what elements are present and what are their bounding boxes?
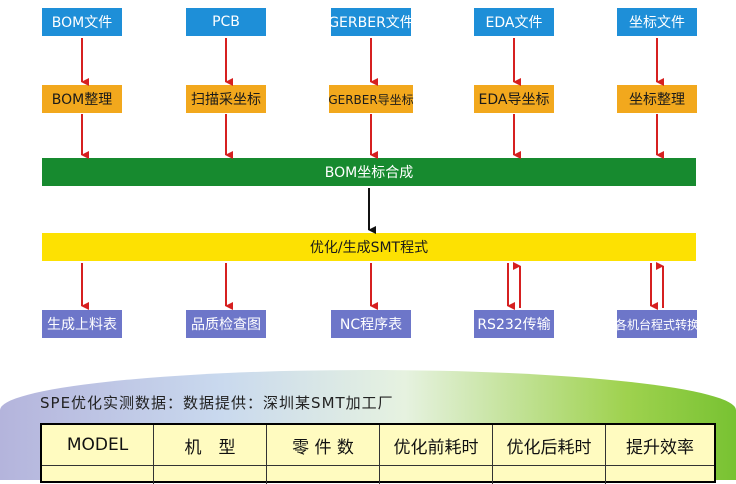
node-gerber-import-coordinates: GERBER导坐标 (328, 85, 414, 113)
node-bom-arrange: BOM整理 (42, 85, 122, 113)
table-header-cell: 提升效率 (626, 437, 694, 458)
node-eda-file: EDA文件 (474, 8, 554, 36)
node-coordinate-file: 坐标文件 (617, 8, 697, 36)
node-quality-check-map: 品质检查图 (186, 310, 266, 338)
table-header-cell: 优化后耗时 (493, 425, 606, 465)
node-coordinate-arrange: 坐标整理 (617, 85, 697, 113)
results-table: MODEL 机 型 零 件 数 优化前耗时 优化后耗时 提升效率 (40, 423, 716, 484)
node-rs232-transfer: RS232传输 (474, 310, 554, 338)
node-nc-program: NC程序表 (331, 310, 411, 338)
table-header-cell: 优化前耗时 (380, 425, 493, 465)
node-scan-coordinates: 扫描采坐标 (186, 85, 266, 113)
table-header-row: MODEL 机 型 零 件 数 优化前耗时 优化后耗时 提升效率 (42, 425, 714, 466)
table-header-cell: 机 型 (154, 425, 267, 465)
table-header-cell: 零 件 数 (267, 425, 380, 465)
optimize-bar: 优化/生成SMT程式 (42, 233, 696, 261)
node-bom-file: BOM文件 (42, 8, 122, 36)
node-gerber-file: GERBER文件 (328, 8, 414, 36)
node-feeder-list: 生成上料表 (42, 310, 122, 338)
node-eda-import-coordinates: EDA导坐标 (474, 85, 554, 113)
table-header-cell: MODEL (42, 425, 154, 465)
merge-bar: BOM坐标合成 (42, 158, 696, 186)
node-pcb: PCB (186, 8, 266, 36)
data-caption: SPE优化实测数据：数据提供：深圳某SMT加工厂 (40, 394, 394, 412)
table-row (42, 466, 714, 484)
node-machine-program-convert: 各机台程式转换 (615, 310, 699, 338)
